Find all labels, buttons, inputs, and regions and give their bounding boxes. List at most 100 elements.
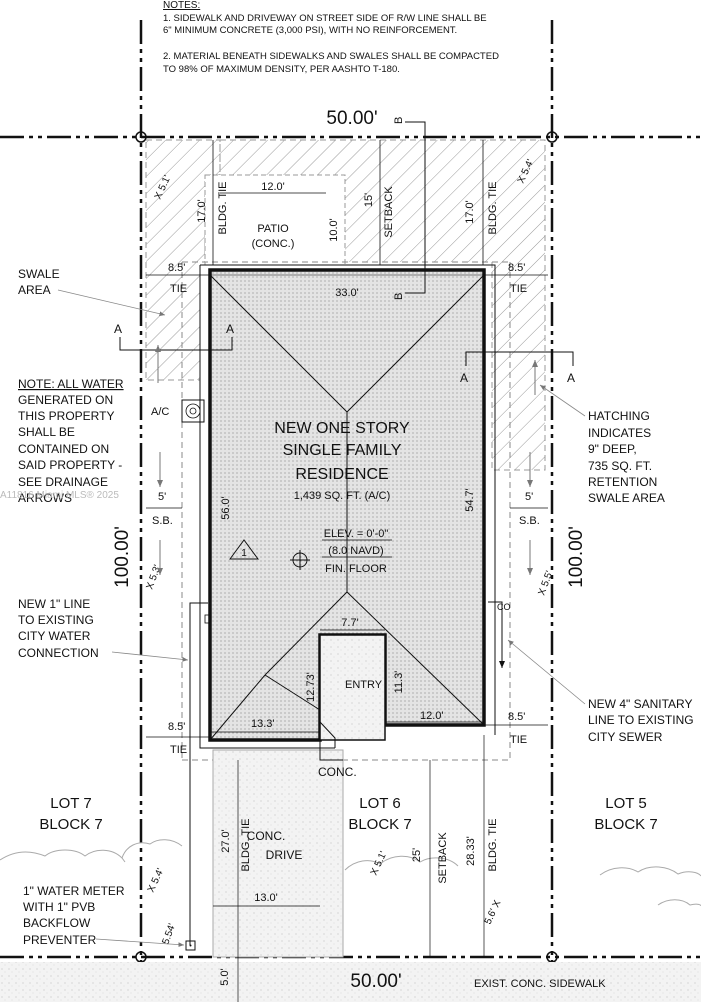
note-left-5: CONTAINED ON xyxy=(18,442,109,456)
drive-label-1: CONC. xyxy=(247,829,286,843)
meter-line-1: 1" WATER METER xyxy=(23,884,125,898)
drainage-arrows xyxy=(155,345,538,575)
setback-lines xyxy=(181,261,511,761)
dim-x54-bottom: X 5.4' xyxy=(146,867,167,895)
lot-depth-right: 100.00' xyxy=(566,526,587,588)
patio: PATIO (CONC.) 12.0' 10.0' xyxy=(220,181,340,250)
lot-6: LOT 6 xyxy=(359,795,400,812)
dim-17-right: 17.0' xyxy=(464,200,476,224)
residence-labels: NEW ONE STORY SINGLE FAMILY RESIDENCE 1,… xyxy=(229,420,410,575)
dim-50: 5.0' xyxy=(219,968,231,985)
bldg-tie-top-right: BLDG. TIE xyxy=(487,182,499,235)
note-1b: 6" MINIMUM CONCRETE (3,000 PSI), WITH NO… xyxy=(163,25,457,36)
patio-clear-area xyxy=(204,174,346,266)
swale-label-2: AREA xyxy=(18,283,51,297)
patio-label: PATIO xyxy=(257,223,289,235)
setback-bottom: SETBACK xyxy=(437,832,449,884)
sb-label-left: S.B. xyxy=(152,515,173,527)
tie-85-bottom-right: 8.5' xyxy=(508,711,525,723)
swale-label-1: SWALE xyxy=(18,267,60,281)
meter-line-3: BACKFLOW xyxy=(23,916,91,930)
lot-labels: LOT 7 BLOCK 7 LOT 6 BLOCK 7 LOT 5 BLOCK … xyxy=(39,795,657,833)
sewer-line-3: CITY SEWER xyxy=(588,730,663,744)
notes-block: NOTES: 1. SIDEWALK AND DRIVEWAY ON STREE… xyxy=(163,0,499,75)
section-a-left-1: A xyxy=(114,322,122,336)
section-b-markers: B B xyxy=(393,117,426,300)
bldg-tie-top-left: BLDG. TIE xyxy=(217,182,229,235)
dim-2833: 28.33' xyxy=(465,836,477,866)
section-a-right-1: A xyxy=(460,371,468,385)
hatch-note-2: INDICATES xyxy=(588,426,651,440)
bldg-tie-bottom-left: BLDG. TIE xyxy=(240,819,252,872)
note-left-2: GENERATED ON xyxy=(18,393,113,407)
hatch-note-5: RETENTION xyxy=(588,475,657,489)
residence-line-2: SINGLE FAMILY xyxy=(283,442,402,459)
dim-x53: X 5.3' xyxy=(144,563,163,591)
dim-15: 15' xyxy=(363,193,375,207)
dim-56: 56.0' xyxy=(220,496,232,520)
patio-depth: 10.0' xyxy=(328,218,340,242)
bldg-tie-bottom-right: BLDG. TIE xyxy=(487,819,499,872)
revision-triangle-icon xyxy=(229,539,259,560)
ac-unit-icon xyxy=(181,399,205,423)
elevation-line-3: FIN. FLOOR xyxy=(325,563,387,575)
elevation-line-2: (8.0 NAVD) xyxy=(328,545,383,557)
dim-554: 5.54' xyxy=(160,922,178,946)
left-callouts: SWALE AREA NOTE: ALL WATER GENERATED ON … xyxy=(0,267,189,948)
patio-material: (CONC.) xyxy=(252,238,295,250)
sewer-line-path xyxy=(488,601,503,660)
lot-depth-left: 100.00' xyxy=(112,526,133,588)
note-2a: 2. MATERIAL BENEATH SIDEWALKS AND SWALES… xyxy=(163,51,499,62)
note-left-1: NOTE: ALL WATER xyxy=(18,377,124,391)
section-a-left-2: A xyxy=(226,322,234,336)
tie-85-bottom-left: 8.5' xyxy=(168,721,185,733)
water-line-1: NEW 1" LINE xyxy=(18,597,90,611)
water-line-2: TO EXISTING xyxy=(18,613,94,627)
note-1a: 1. SIDEWALK AND DRIVEWAY ON STREET SIDE … xyxy=(163,13,487,24)
side-setbacks: 5' S.B. 5' S.B. 56.0' 54.7' xyxy=(146,488,548,527)
water-line-path xyxy=(189,602,208,945)
sewer-line-1: NEW 4" SANITARY xyxy=(588,697,693,711)
tie-85-top-right: 8.5' xyxy=(508,262,525,274)
dim-547: 54.7' xyxy=(464,488,476,512)
tie-bottom-left: TIE xyxy=(170,744,187,756)
right-callouts: HATCHING INDICATES 9" DEEP, 735 SQ. FT. … xyxy=(507,384,694,744)
dim-120: 12.0' xyxy=(420,710,444,722)
residence-line-1: NEW ONE STORY xyxy=(274,420,410,437)
entry-depth-right: 11.3' xyxy=(393,671,405,694)
drive-label-2: DRIVE xyxy=(266,848,303,862)
block-7-right: BLOCK 7 xyxy=(594,816,657,833)
section-b-bottom: B xyxy=(393,293,405,300)
tie-85-top-left: 8.5' xyxy=(168,262,185,274)
elevation-line-1: ELEV. = 0'-0" xyxy=(324,528,389,540)
notes-header: NOTES: xyxy=(163,0,200,11)
dim-x56: 5.6' X xyxy=(483,898,504,926)
dim-17-left: 17.0' xyxy=(196,199,208,223)
entry-width: 7.7' xyxy=(341,617,358,629)
note-left-4: SHALL BE xyxy=(18,425,75,439)
hatch-note-6: SWALE AREA xyxy=(588,491,665,505)
setback-top: SETBACK xyxy=(383,186,395,238)
meter-line-4: PREVENTER xyxy=(23,933,97,947)
utilities: A/C CO xyxy=(151,399,511,951)
cleanout-label: CO xyxy=(497,602,511,612)
lot-width-bottom: 50.00' xyxy=(350,971,401,992)
lot-5: LOT 5 xyxy=(605,795,646,812)
residence-line-3: RESIDENCE xyxy=(295,466,388,483)
section-a-right-2: A xyxy=(567,371,575,385)
block-7-center: BLOCK 7 xyxy=(348,816,411,833)
entry-slab xyxy=(319,634,386,741)
tie-dimensions: 8.5' TIE 8.5' TIE 8.5' TIE 8.5' TIE xyxy=(146,262,548,756)
dim-x51-bottom: X 5.1' xyxy=(369,850,390,878)
tie-bottom-right: TIE xyxy=(510,734,527,746)
residence-area: 1,439 SQ. FT. (A/C) xyxy=(294,490,391,502)
watermark: A11816 Miami MLS® 2025 xyxy=(0,490,119,501)
hatch-note-4: 735 SQ. FT. xyxy=(588,459,652,473)
existing-sidewalk xyxy=(0,962,701,1002)
conc-label: CONC. xyxy=(318,765,357,779)
property-boundary xyxy=(0,20,701,1002)
meter-line-2: WITH 1" PVB xyxy=(23,900,95,914)
water-meter-icon xyxy=(185,940,196,951)
note-left-7: SEE DRAINAGE xyxy=(18,475,108,489)
